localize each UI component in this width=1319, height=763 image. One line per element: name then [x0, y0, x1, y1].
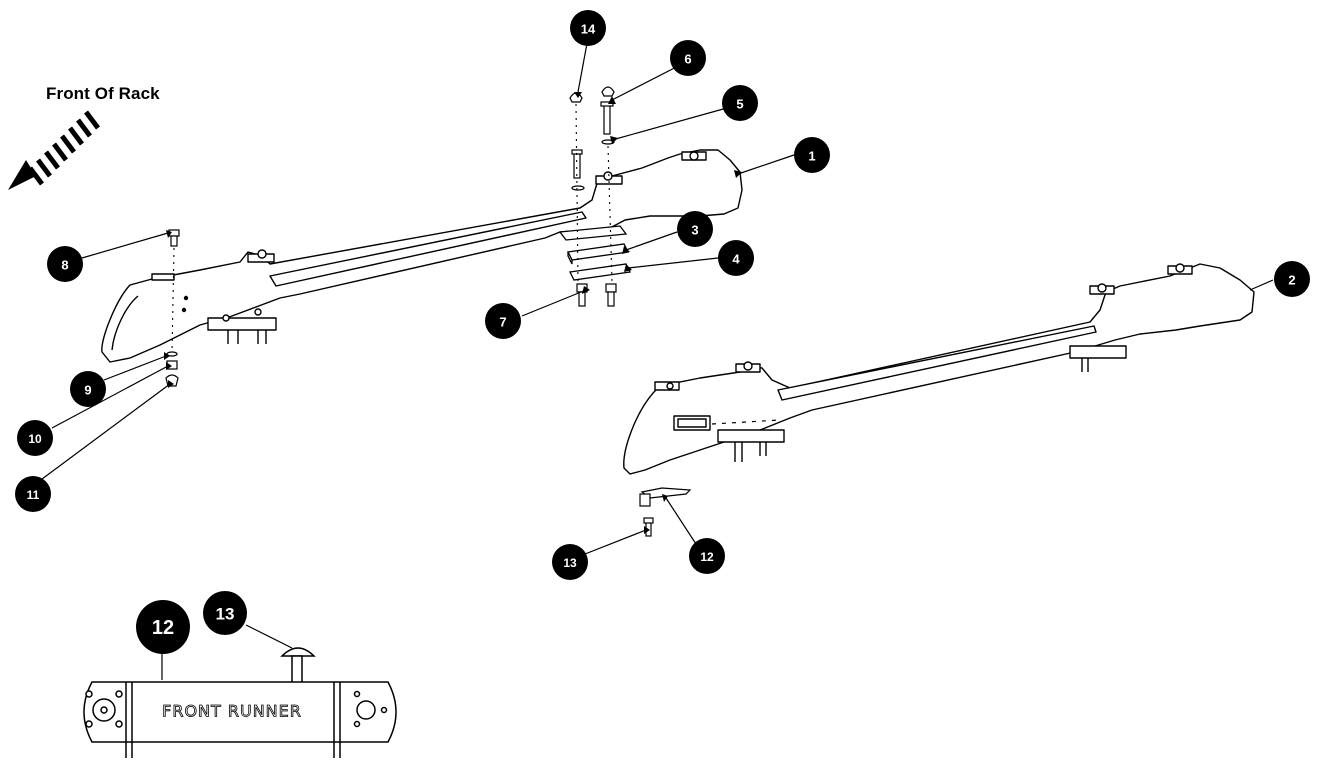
callout-7-label: 7: [499, 315, 506, 330]
callout-3-label: 3: [691, 223, 698, 238]
front-direction-arrow: [8, 110, 100, 190]
bolt-stack-6: [600, 86, 615, 145]
callout-9: 9: [70, 371, 106, 407]
callout-13-assembly: 13: [552, 544, 588, 580]
callout-3: 3: [677, 211, 713, 247]
callout-9-label: 9: [84, 383, 91, 398]
callout-14-label: 14: [581, 22, 596, 37]
callout-10-label: 10: [28, 432, 42, 446]
bolt-13-detail: [280, 647, 316, 691]
callout-6: 6: [670, 40, 706, 76]
alignment-line-2: [711, 419, 781, 425]
callout-5: 5: [722, 85, 758, 121]
callout-7: 7: [485, 303, 521, 339]
callout-4: 4: [718, 240, 754, 276]
callout-10: 10: [17, 420, 53, 456]
callout-2-label: 2: [1288, 273, 1295, 288]
callout-4-label: 4: [732, 252, 740, 267]
runner-plate-small: [639, 487, 692, 537]
callout-12-detail-label: 12: [152, 617, 174, 639]
fairing-bracket-2: [623, 263, 1255, 475]
spacer-3: [558, 225, 631, 281]
callout-13-detail-label: 13: [216, 605, 235, 624]
plate-lettering: FRONT RUNNER: [162, 702, 302, 721]
runner-plate-detail: [83, 681, 397, 758]
callout-5-label: 5: [736, 97, 743, 112]
callout-11-label: 11: [27, 488, 40, 502]
callout-12-assembly: 12: [689, 538, 725, 574]
callout-13-assembly-label: 13: [563, 556, 577, 570]
callout-2: 2: [1274, 261, 1310, 297]
bolts-7: [576, 283, 617, 307]
callout-14: 14: [570, 10, 606, 46]
callout-8: 8: [47, 246, 83, 282]
alignment-lines: [171, 103, 613, 353]
bolt-stack-14: [569, 92, 585, 191]
callout-6-label: 6: [684, 52, 691, 67]
front-of-rack-label: Front Of Rack: [46, 84, 160, 103]
callout-1: 1: [794, 137, 830, 173]
leader-lines: [37, 37, 1274, 680]
leader-arrowheads: [164, 92, 742, 534]
callout-11: 11: [15, 476, 51, 512]
fairing-bracket-1: [101, 149, 743, 363]
callout-12-assembly-label: 12: [700, 550, 714, 564]
callout-1-label: 1: [808, 149, 815, 164]
callout-8-label: 8: [61, 258, 68, 273]
callout-13-detail: 13: [203, 591, 247, 635]
callout-12-detail: 12: [136, 600, 190, 654]
